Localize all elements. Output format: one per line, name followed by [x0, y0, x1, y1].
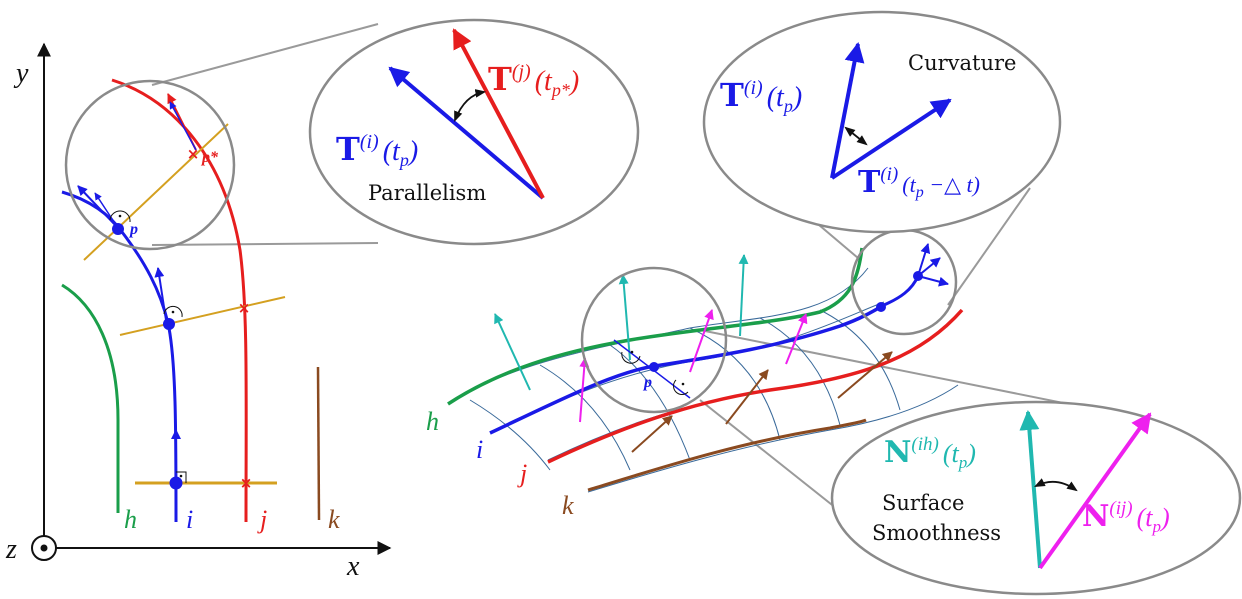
- curvature-ellipse: [702, 10, 1062, 234]
- cross-j-3: ×: [240, 474, 253, 492]
- curvature-panel: Curvature T(i)(tp) T(i)(tp −△ t): [702, 10, 1062, 234]
- smoothness-title-line1: Surface: [882, 491, 964, 515]
- surface-point-curvature-1: [876, 302, 886, 312]
- label-p-star-left: p*: [200, 149, 219, 166]
- surface-label-p: p: [642, 374, 652, 391]
- normal-line-2: [119, 296, 286, 336]
- x-axis-label: x: [346, 551, 360, 582]
- mesh-cross-1: [469, 399, 551, 471]
- surface-right-angle-dot-1: [630, 350, 634, 354]
- parallelism-panel: T(j)(tp*) T(i)(tp) Parallelism: [308, 18, 640, 246]
- parallelism-title: Parallelism: [368, 181, 486, 205]
- surface-right-angle-mark-1: [621, 351, 641, 364]
- label-j-left: j: [257, 505, 267, 534]
- curvature-vector-a: [830, 42, 865, 179]
- label-p-left: p: [128, 221, 138, 238]
- surface-curve-h: [447, 247, 864, 406]
- normal-magenta-2: [689, 309, 714, 373]
- curvature-title: Curvature: [908, 51, 1016, 75]
- normal-line-1: [83, 123, 229, 261]
- surface-panel: p h i j k: [426, 174, 1149, 544]
- smoothness-title-line2: Smoothness: [872, 521, 1001, 545]
- label-i-left: i: [186, 505, 193, 534]
- curve-k: [316, 366, 321, 521]
- label-k-left: k: [328, 505, 340, 534]
- normal-brown-2: [725, 369, 769, 425]
- curvature-vector-b: [830, 98, 952, 180]
- mesh-cross-5: [759, 317, 841, 426]
- point-i-3: [169, 476, 183, 490]
- right-angle-mark-3: [176, 471, 187, 483]
- z-axis-dot: [40, 544, 48, 552]
- surface-label-k: k: [562, 491, 574, 520]
- parallelism-vector-j-label: T(j)(tp*): [488, 60, 579, 100]
- tangent-arrow-j-2: [169, 101, 197, 151]
- mesh-cross-4: [689, 327, 781, 441]
- mesh-line-k: [587, 384, 959, 493]
- parallelism-zoom-line-top: [151, 23, 379, 86]
- mesh-cross-2: [539, 364, 631, 471]
- parallelism-angle-arc: [454, 89, 487, 123]
- surface-label-i: i: [476, 435, 483, 464]
- smoothness-vector-ij: [1038, 412, 1152, 570]
- mesh-line-i: [489, 301, 885, 433]
- parallelism-zoom-line-bottom: [151, 242, 379, 246]
- mesh-cross-6: [819, 309, 901, 411]
- zoom-circle-parallelism: [64, 79, 236, 251]
- surface-right-angle-dot-2: [681, 382, 685, 386]
- curve-h: [61, 283, 120, 513]
- surface-curve-i-tail: [883, 275, 920, 307]
- surface-label-h: h: [426, 407, 439, 436]
- parallelism-vector-i-label: T(i)(tp): [336, 130, 418, 170]
- y-axis-label: y: [13, 58, 29, 89]
- surface-point-p: [649, 362, 659, 372]
- curvature-tangent-3: [917, 275, 949, 287]
- normal-teal-3: [738, 254, 749, 337]
- right-angle-dot-2: [171, 310, 175, 314]
- smoothness-angle-arc: [1034, 478, 1078, 492]
- label-h-left: h: [124, 505, 137, 534]
- normal-teal-2: [618, 274, 631, 361]
- surface-right-angle-mark-2: [673, 379, 689, 395]
- zoom-circle-smoothness: [580, 266, 728, 414]
- cross-j-2: ×: [238, 299, 251, 317]
- right-angle-dot-1: [118, 214, 122, 218]
- smoothness-vector-ih: [1019, 410, 1042, 569]
- smoothness-vector-ih-label: N(ih)(tp): [884, 434, 976, 472]
- mesh-cross-3: [609, 344, 691, 461]
- surface-curve-k: [587, 418, 867, 492]
- left-panel: y x z × ×: [5, 23, 392, 582]
- right-angle-mark-1: [109, 210, 131, 223]
- normal-brown-3: [837, 351, 893, 399]
- tangent-arrow-i-1: [77, 185, 119, 229]
- curvature-tangent-2: [917, 257, 941, 277]
- parallelism-vector-i: [388, 66, 545, 200]
- normal-brown-1: [631, 415, 673, 453]
- right-angle-dot-3: [179, 474, 183, 478]
- point-p-left: [112, 223, 124, 235]
- smoothness-vector-ij-label: N(ij)(tp): [1082, 498, 1170, 536]
- surface-label-j: j: [517, 459, 527, 488]
- tangent-arrow-i-2: [94, 192, 119, 229]
- z-axis-label: z: [5, 534, 17, 565]
- smoothness-panel: N(ih)(tp) N(ij)(tp) Surface Smoothness: [830, 400, 1242, 596]
- normal-magenta-3: [785, 313, 808, 365]
- curve-j: [111, 78, 248, 523]
- surface-curve-i: [489, 303, 885, 435]
- parallelism-vector-j: [452, 28, 545, 199]
- right-angle-mark-2: [163, 305, 183, 318]
- normal-magenta-1: [579, 357, 590, 423]
- curvature-zoom-line-right: [947, 187, 1031, 306]
- curvature-vector-a-label: T(i)(tp): [720, 76, 802, 116]
- surface-curve-j: [547, 308, 964, 464]
- curvature-tangent-1: [917, 243, 931, 277]
- cross-p-star: ×: [187, 145, 200, 163]
- curvature-angle-marker: [844, 126, 868, 146]
- point-i-2: [163, 318, 175, 330]
- curvature-vector-b-label: T(i)(tp −△ t): [858, 164, 980, 201]
- normal-teal-1: [494, 313, 531, 391]
